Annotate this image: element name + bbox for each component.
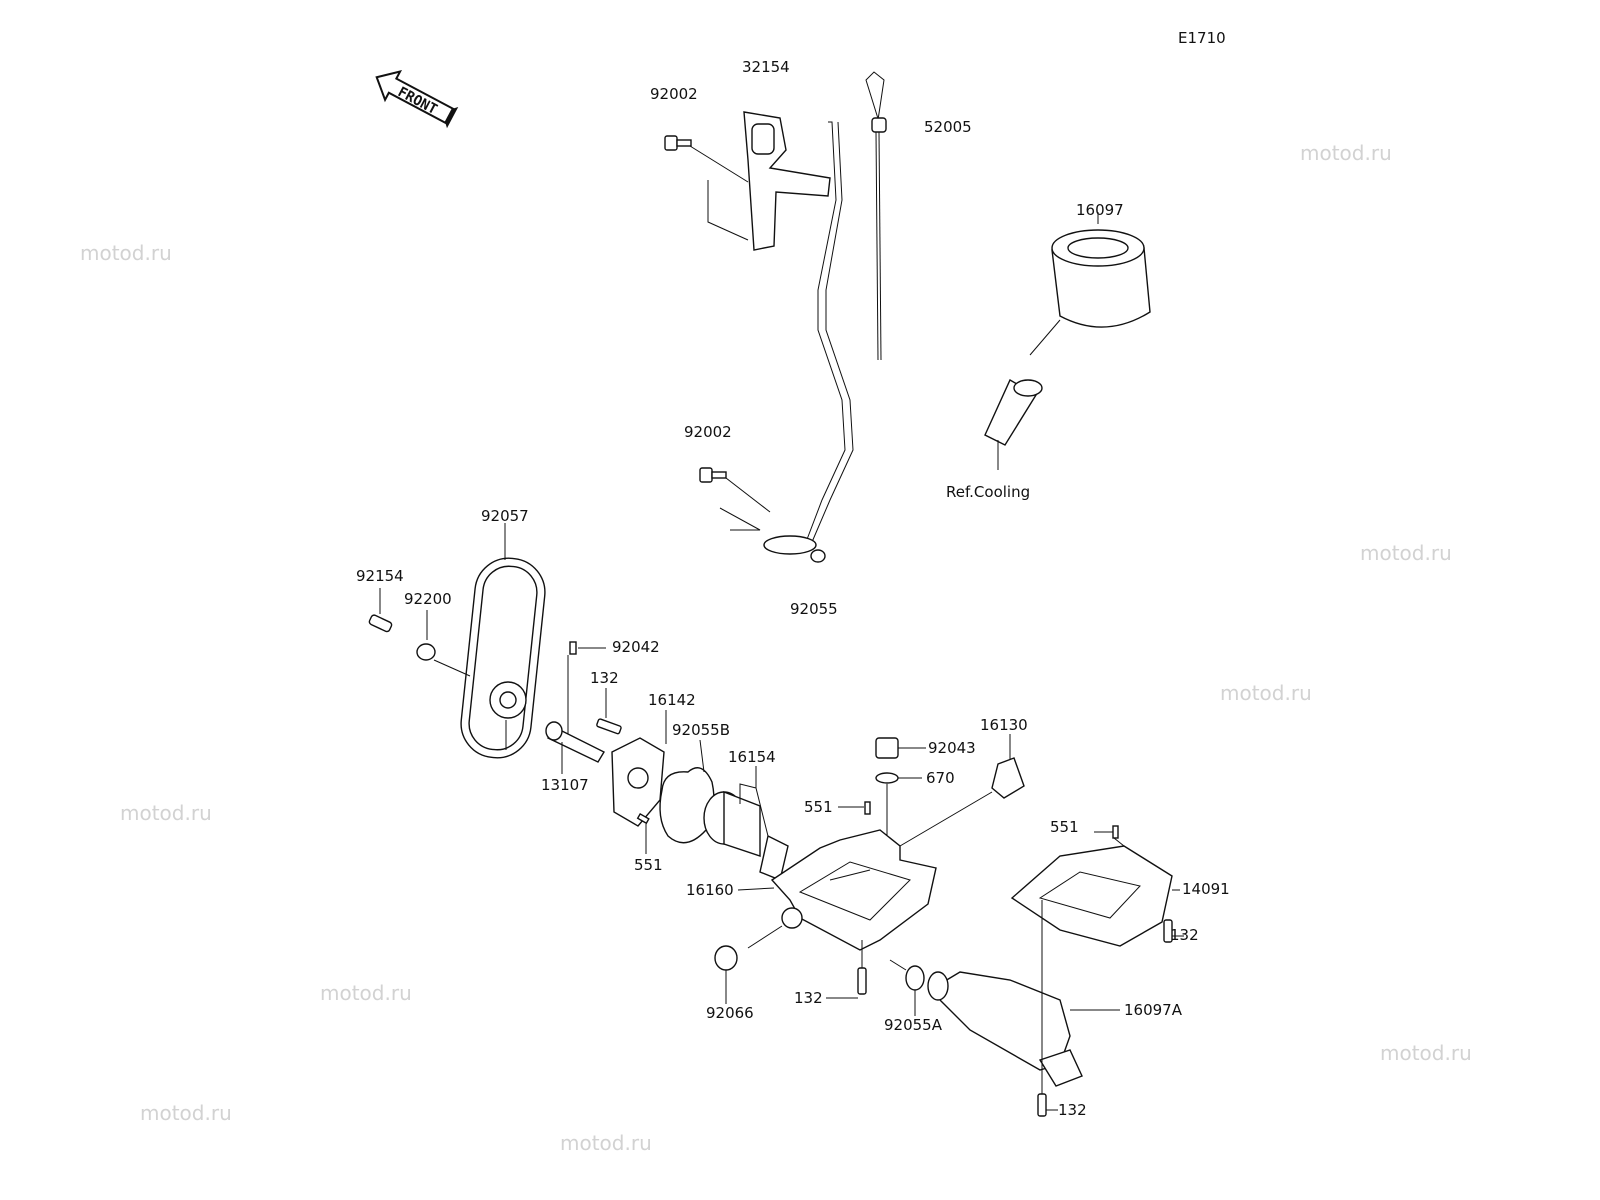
part-label: 92002 <box>650 85 698 103</box>
bolt-132-pump <box>596 688 622 735</box>
part-label: 92002 <box>684 423 732 441</box>
part-label: 92200 <box>404 590 452 608</box>
dowel-551-mid <box>838 801 871 815</box>
part-label: 16142 <box>648 691 696 709</box>
rotor-16154 <box>703 766 789 881</box>
part-label: 16097A <box>1124 1001 1183 1019</box>
part-label: 551 <box>1050 818 1079 836</box>
part-label: 92055 <box>790 600 838 618</box>
part-label: 92043 <box>928 739 976 757</box>
part-label: 16097 <box>1076 201 1124 219</box>
pin-92042 <box>569 641 606 655</box>
dipstick-part <box>865 71 887 361</box>
part-label: 92042 <box>612 638 660 656</box>
bolt-92002-top <box>664 135 692 151</box>
sensor-16130 <box>899 734 1025 847</box>
part-label: 13107 <box>541 776 589 794</box>
collar-92043 <box>875 737 926 759</box>
bolt-132-bottom <box>1037 1093 1058 1117</box>
part-label: Ref.Cooling <box>946 483 1030 501</box>
drive-chain-part <box>460 523 546 759</box>
part-label: 14091 <box>1182 880 1230 898</box>
part-label: 132 <box>794 989 823 1007</box>
bracket-part <box>743 111 854 563</box>
part-label: 16130 <box>980 716 1028 734</box>
washer-92200 <box>416 610 471 677</box>
part-label: 92066 <box>706 1004 754 1022</box>
bolt-92154 <box>368 588 393 633</box>
bolt-132-cover <box>1163 919 1184 943</box>
part-label: 132 <box>1058 1101 1087 1119</box>
cover-14091 <box>1010 825 1180 947</box>
pump-shaft-part <box>545 655 605 774</box>
part-label: 92055A <box>884 1016 943 1034</box>
part-label: 132 <box>590 669 619 687</box>
part-label: 551 <box>634 856 663 874</box>
plug-92066 <box>714 945 738 1004</box>
bolt-92002-mid <box>699 467 727 483</box>
dowel-551-left <box>636 812 650 854</box>
filter-fitting-part <box>984 379 1043 470</box>
front-arrow: FRONT <box>375 70 459 129</box>
part-label: 551 <box>804 798 833 816</box>
part-label: 52005 <box>924 118 972 136</box>
part-label: 670 <box>926 769 955 787</box>
part-label: 132 <box>1170 926 1199 944</box>
oil-pan-housing-16160 <box>737 829 937 951</box>
part-label: 92154 <box>356 567 404 585</box>
part-label: 32154 <box>742 58 790 76</box>
part-label: 92057 <box>481 507 529 525</box>
oring-670 <box>875 772 922 840</box>
part-label: 92055B <box>672 721 730 739</box>
diagram-code: E1710 <box>1178 29 1226 47</box>
part-label: 16160 <box>686 881 734 899</box>
part-label: 16154 <box>728 748 776 766</box>
bolt-132-lower <box>826 940 867 999</box>
oil-filter-part <box>1029 212 1151 356</box>
oring-92055A <box>889 959 925 1016</box>
strainer-16097A <box>927 900 1120 1100</box>
